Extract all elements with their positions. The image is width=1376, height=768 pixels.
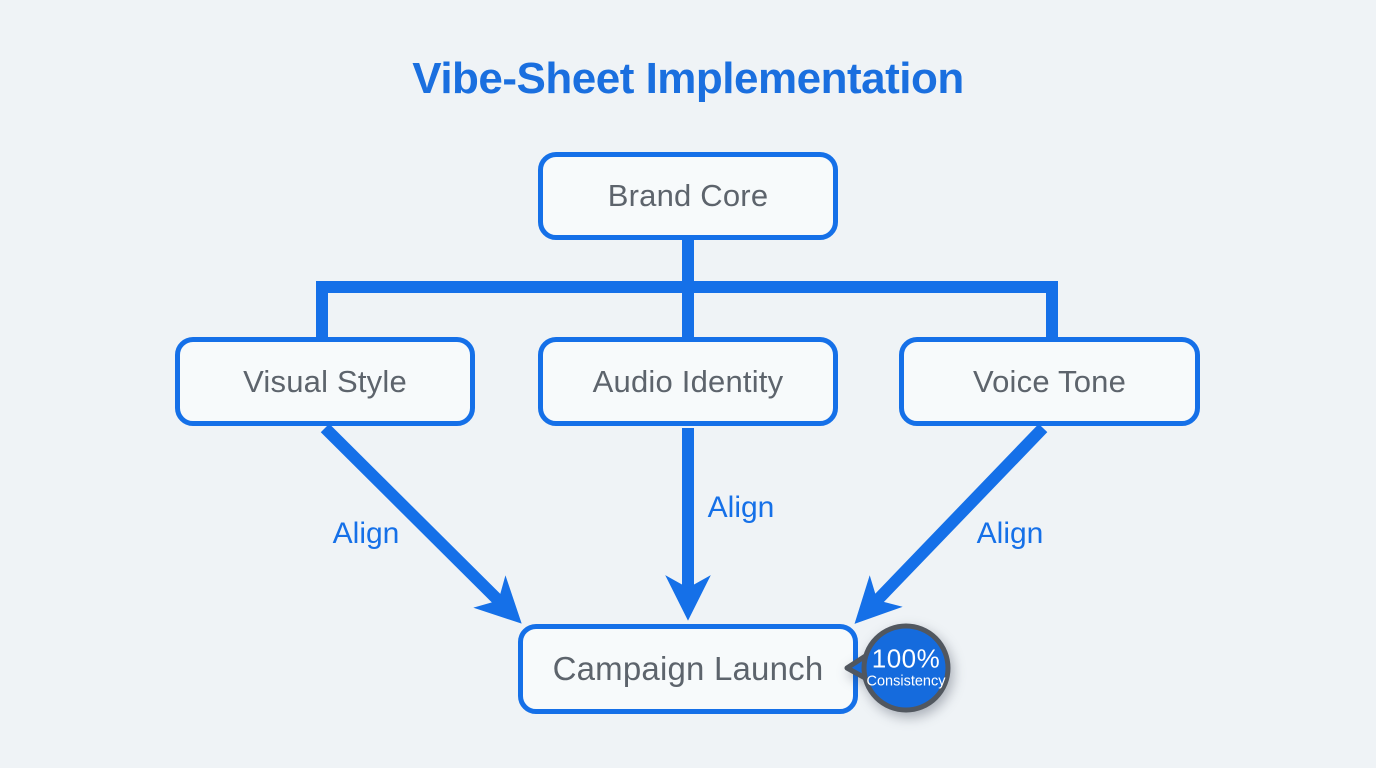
node-visual-style: Visual Style (175, 337, 475, 426)
node-campaign-launch: Campaign Launch (518, 624, 858, 714)
edge-label-align-right: Align (976, 517, 1044, 550)
node-brand-core: Brand Core (538, 152, 838, 240)
arrow-visual-style-to-campaign (320, 423, 522, 624)
arrow-voice-tone-to-campaign (854, 423, 1048, 624)
node-campaign-launch-label: Campaign Launch (552, 650, 824, 687)
badge-value: 100% (871, 643, 941, 674)
node-audio-identity-label: Audio Identity (592, 363, 784, 399)
node-visual-style-label: Visual Style (243, 363, 407, 399)
badge-text: 100% Consistency (866, 643, 946, 691)
page-title: Vibe-Sheet Implementation (412, 54, 964, 103)
edge-label-align-center: Align (707, 491, 775, 524)
node-brand-core-label: Brand Core (607, 178, 769, 213)
badge-label: Consistency (866, 674, 946, 691)
node-voice-tone: Voice Tone (899, 337, 1200, 426)
speech-bubble-icon (844, 623, 951, 713)
node-voice-tone-label: Voice Tone (972, 363, 1127, 399)
edge-label-align-left: Align (332, 517, 400, 550)
consistency-badge: 100% Consistency (836, 598, 976, 738)
node-audio-identity: Audio Identity (538, 337, 838, 426)
